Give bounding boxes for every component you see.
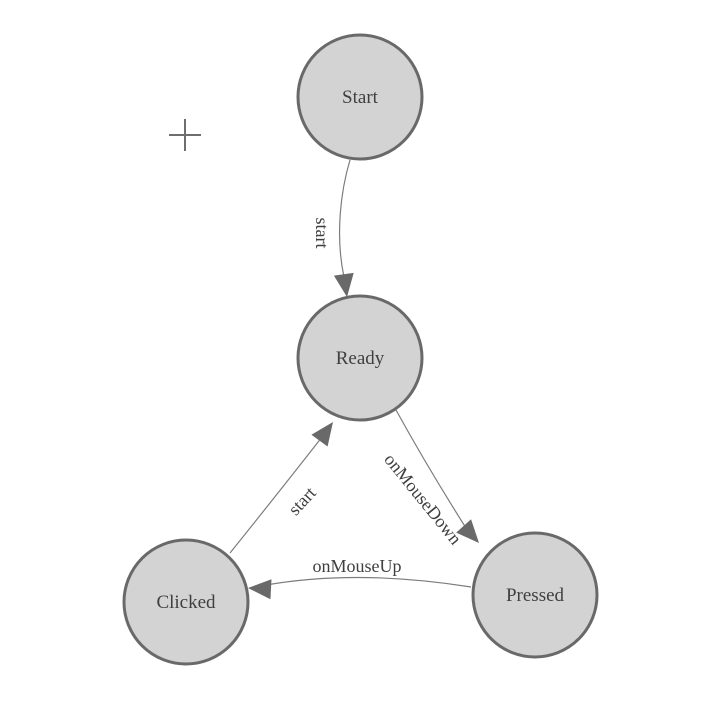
state-label-pressed: Pressed xyxy=(506,585,565,606)
state-circle-start xyxy=(296,33,424,161)
edge-line-start-to-ready xyxy=(338,159,351,278)
arrowhead-into-pressed xyxy=(456,519,479,543)
state-node-clicked[interactable]: Clicked xyxy=(122,538,250,666)
edge-line-clicked-to-ready xyxy=(229,436,323,554)
edge-line-ready-to-pressed xyxy=(395,409,467,529)
edge-line-pressed-to-clicked xyxy=(265,576,472,588)
transition-clicked-to-ready[interactable] xyxy=(229,416,341,554)
edge-label-onmouseup: onMouseUp xyxy=(313,556,402,576)
plus-icon[interactable] xyxy=(169,119,201,151)
edge-label-start-top: start xyxy=(312,218,332,249)
state-node-pressed[interactable]: Pressed xyxy=(471,531,599,659)
transition-ready-to-pressed[interactable] xyxy=(395,409,486,550)
edge-label-start-left: start xyxy=(284,483,320,519)
state-circle-clicked xyxy=(122,538,250,666)
arrowhead-into-ready-from-clicked xyxy=(311,422,333,447)
transition-start-to-ready[interactable] xyxy=(333,159,357,298)
state-label-clicked: Clicked xyxy=(156,592,216,613)
arrowhead-into-ready-from-start xyxy=(333,272,354,297)
state-label-start: Start xyxy=(342,87,379,108)
transition-pressed-to-clicked[interactable] xyxy=(247,576,472,600)
state-node-start[interactable]: Start xyxy=(296,33,424,161)
arrowhead-into-clicked xyxy=(248,579,272,600)
state-circle-ready xyxy=(296,294,424,422)
edge-label-onmousedown: onMouseDown xyxy=(380,450,465,549)
state-label-ready: Ready xyxy=(336,348,385,369)
state-circle-pressed xyxy=(471,531,599,659)
state-node-ready[interactable]: Ready xyxy=(296,294,424,422)
